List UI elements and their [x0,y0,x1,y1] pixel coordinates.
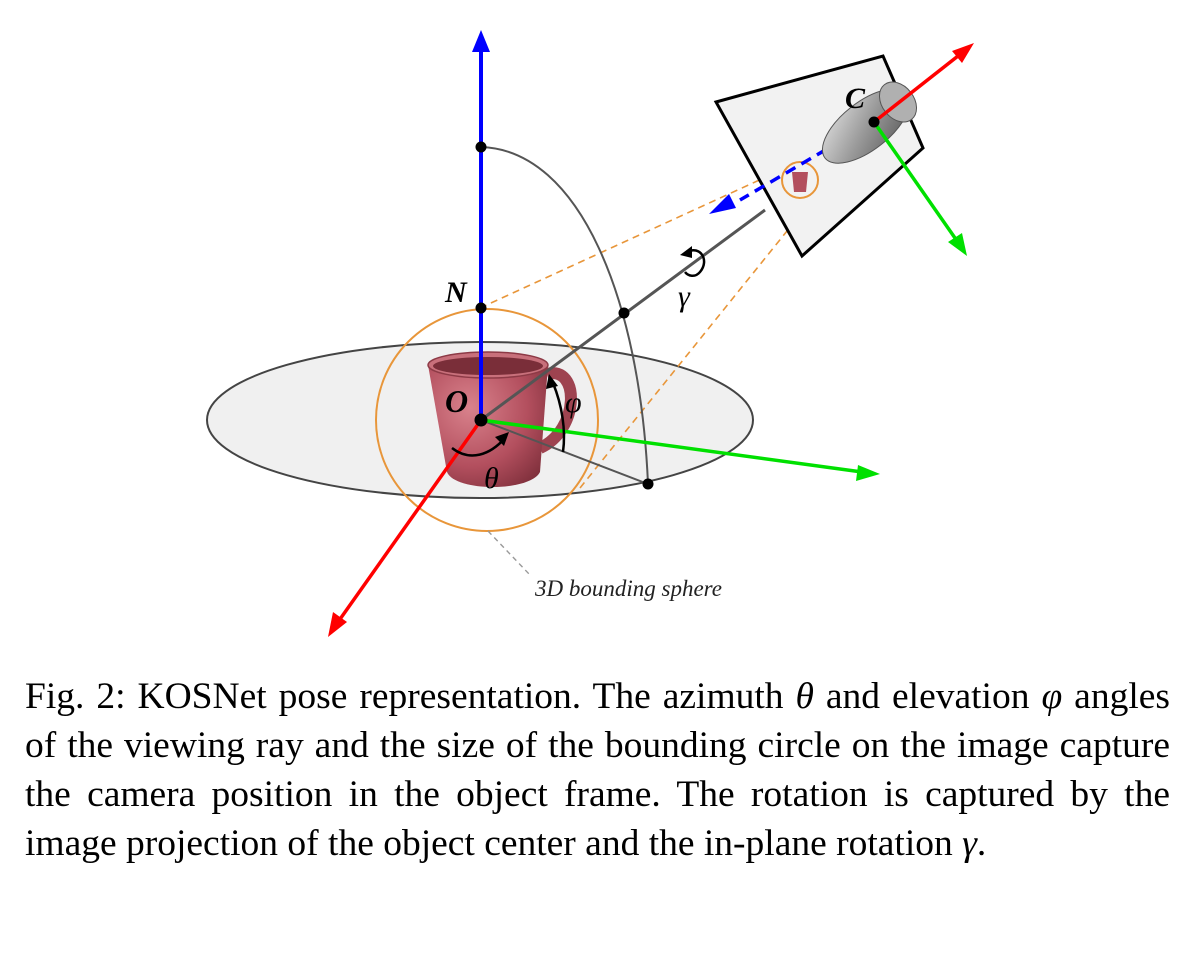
sphere-note: 3D bounding sphere [534,576,722,601]
inplane-rotation-arrow [680,246,706,277]
caption-phi: φ [1041,676,1063,717]
caption-prefix: Fig. 2: KOSNet pose representation. The … [25,676,796,717]
label-north: N [444,276,468,309]
figure-caption: Fig. 2: KOSNet pose representation. The … [25,672,1170,868]
pose-representation-figure: O N C θ φ γ 3D bounding sphere [206,30,974,637]
label-inplane: γ [678,280,691,313]
elevation-arrow [546,374,566,453]
caption-gamma: γ [962,823,977,864]
caption-suffix: . [976,823,987,864]
caption-mid1: and elevation [813,676,1042,717]
caption-theta: θ [795,676,814,717]
label-origin: O [445,383,468,419]
key-points [474,116,880,490]
elevation-arc [480,146,649,485]
sphere-note-leader [487,530,531,576]
ground-projection-line [480,419,649,485]
camera-y-axis [872,120,967,256]
label-azimuth: θ [484,462,499,495]
mug-object [427,351,577,487]
y-axis [480,418,880,481]
x-axis [328,418,483,637]
camera-x-axis [872,43,974,124]
azimuth-arrow [451,432,509,457]
z-axis [472,30,490,420]
label-camera: C [845,82,866,115]
caption-mid2: angles of the viewing ray and the size o… [25,676,1170,864]
bounding-sphere-circle [375,308,599,532]
label-elevation: φ [565,386,582,419]
